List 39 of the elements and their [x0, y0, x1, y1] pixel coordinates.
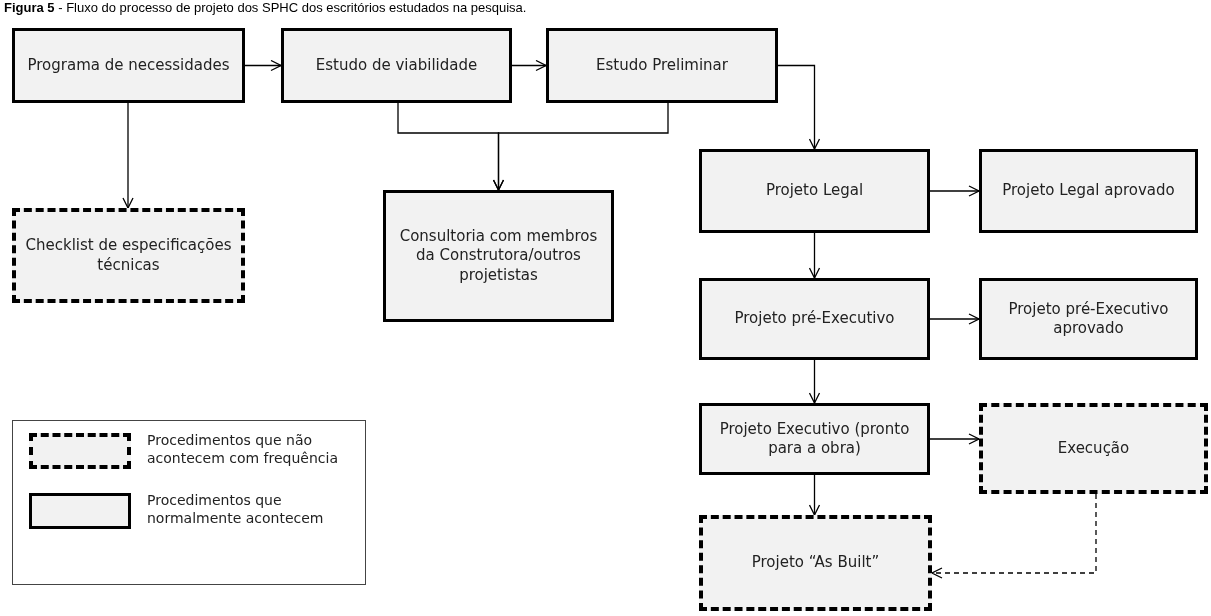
box-label: Projeto Legal [765, 181, 864, 201]
box-label: Estudo de viabilidade [315, 55, 478, 76]
arrow [777, 64, 821, 150]
dashed-arrow [931, 493, 1097, 579]
arrow [929, 185, 980, 197]
dashed-process-box [699, 515, 932, 611]
box-label: Estudo Preliminar [596, 55, 728, 76]
process-box [699, 403, 930, 475]
figure-title: Figura 5 - Fluxo do processo de projeto dos SPHC dos escritórios estudados na pesquisa. [4, 0, 527, 15]
process-box [699, 149, 930, 233]
process-box [979, 149, 1198, 233]
legend-text: Procedimentos que normalmente acontecem [147, 491, 325, 528]
box-label: Projeto pré-Executivo aprovado [1007, 299, 1170, 339]
process-box [699, 278, 930, 360]
arrow [122, 102, 134, 209]
process-box [979, 278, 1198, 360]
arrow [929, 433, 980, 445]
box-label: Programa de necessidades [27, 55, 230, 76]
dashed-process-box [979, 403, 1208, 494]
arrow [808, 232, 821, 279]
box-label: Projeto pré-Executivo [734, 309, 895, 329]
box-label: Checklist de especificações técnicas [24, 236, 233, 275]
process-box [546, 28, 778, 103]
process-box [12, 28, 245, 103]
arrow [492, 102, 669, 191]
box-label: Projeto Legal aprovado [1002, 181, 1175, 201]
arrow [808, 359, 821, 404]
arrow [511, 59, 547, 72]
dashed-process-box [12, 208, 245, 303]
box-label: Projeto Executivo (pronto para a obra) [718, 419, 911, 459]
arrow [808, 474, 821, 516]
box-label: Consultoria com membros da Construtora/outros projetistas [398, 226, 599, 286]
box-label: Projeto “As Built” [751, 553, 880, 573]
legend-text: Procedimentos que não acontecem com frequência [147, 431, 339, 468]
arrow [929, 313, 980, 325]
process-box [383, 190, 614, 322]
arrow [244, 59, 282, 72]
box-label: Execução [1057, 438, 1130, 459]
process-box [281, 28, 512, 103]
